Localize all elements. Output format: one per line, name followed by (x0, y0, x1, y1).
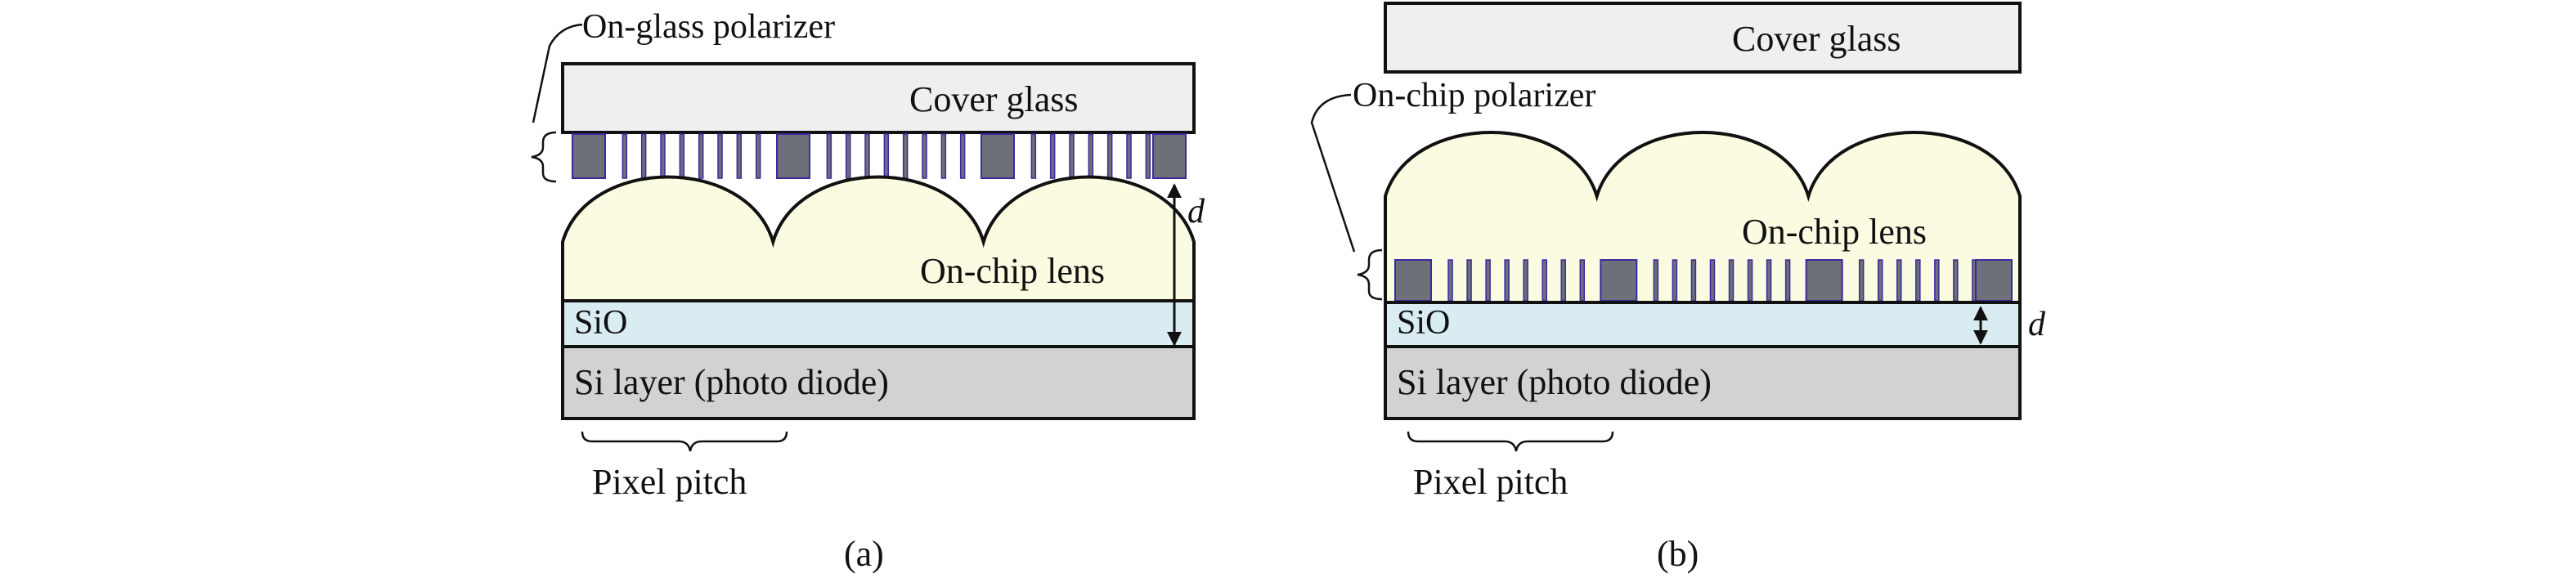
si-layer-a-label: Si layer (photo diode) (574, 362, 889, 402)
polarizer-wire (1069, 133, 1075, 179)
panel-a: On-glass polarizer Cover glass On-chip l… (531, 8, 1205, 574)
on-chip-lens-a-label: On-chip lens (920, 251, 1105, 291)
polarizer-block (572, 133, 606, 179)
polarizer-wire (826, 133, 832, 179)
polarizer-wire (1747, 259, 1753, 302)
on-glass-polarizer-brace (531, 131, 557, 183)
polarizer-wire (1447, 259, 1453, 302)
caption-b: (b) (1657, 534, 1699, 574)
polarizer-wire (622, 133, 628, 179)
polarizer-wire (1088, 133, 1094, 179)
cover-glass-a (561, 62, 1196, 134)
si-layer-b (1384, 345, 2022, 420)
pixel-pitch-brace-a (581, 431, 788, 452)
polarizer-wire (1485, 259, 1491, 302)
pixel-pitch-b-label: Pixel pitch (1413, 462, 1568, 502)
polarizer-wire (717, 133, 723, 179)
polarizer-wire (883, 133, 890, 179)
polarizer-wire (1523, 259, 1528, 302)
polarizer-block (1394, 259, 1432, 302)
polarizer-wire (1877, 259, 1883, 302)
polarizer-wire (679, 133, 685, 179)
d-label-a: d (1187, 193, 1205, 231)
polarizer-wire (864, 133, 870, 179)
polarizer-wire (959, 133, 966, 179)
polarizer-wire (1049, 133, 1056, 179)
sio-layer-a-label: SiO (574, 304, 627, 342)
sio-layer-b-label: SiO (1397, 304, 1450, 342)
pixel-pitch-a-label: Pixel pitch (592, 462, 747, 502)
polarizer-block (1152, 133, 1187, 179)
sio-layer-b (1384, 301, 2022, 348)
polarizer-wire (1934, 259, 1940, 302)
polarizer-wire (1896, 259, 1902, 302)
pixel-pitch-brace-b (1407, 431, 1614, 452)
on-glass-polarizer-label: On-glass polarizer (582, 8, 835, 46)
polarizer-wire (1709, 259, 1716, 302)
polarizer-wire (1106, 133, 1113, 179)
polarizer-wire (1579, 259, 1586, 302)
polarizer-wire (1466, 259, 1472, 302)
on-chip-lens-a (561, 175, 1196, 302)
polarizer-wire (940, 133, 947, 179)
polarizer-wire (736, 133, 743, 179)
polarizer-block (1975, 259, 2013, 302)
caption-a: (a) (844, 534, 884, 574)
polarizer-wire (755, 133, 761, 179)
d-label-b: d (2028, 306, 2046, 343)
polarizer-wire (1504, 259, 1510, 302)
polarizer-wire (1690, 259, 1697, 302)
si-layer-a (561, 345, 1196, 420)
polarizer-wire (1145, 133, 1151, 179)
polarizer-wire (1766, 259, 1772, 302)
polarizer-wire (902, 133, 909, 179)
polarizer-wire (1126, 133, 1132, 179)
polarizer-wire (1858, 259, 1865, 302)
polarizer-wire (1672, 259, 1678, 302)
polarizer-wire (1953, 259, 1959, 302)
on-chip-polarizer-brace (1357, 248, 1383, 301)
polarizer-wire (640, 133, 647, 179)
si-layer-b-label: Si layer (photo diode) (1397, 362, 1712, 402)
cover-glass-a-label: Cover glass (909, 79, 1079, 119)
on-glass-polarizer-grid (572, 133, 1187, 179)
cover-glass-b-label: Cover glass (1732, 19, 1901, 59)
polarizer-wire (1030, 133, 1037, 179)
polarizer-wire (1560, 259, 1567, 302)
polarizer-block (981, 133, 1015, 179)
on-chip-polarizer-grid (1394, 259, 2013, 302)
polarizer-block (1805, 259, 1843, 302)
polarizer-wire (1542, 259, 1547, 302)
polarizer-wire (698, 133, 704, 179)
on-chip-lens-b-label: On-chip lens (1742, 212, 1927, 252)
sio-layer-a (561, 299, 1196, 348)
on-chip-polarizer-pointer (1310, 93, 1356, 253)
on-glass-polarizer-pointer (532, 23, 583, 123)
polarizer-block (1600, 259, 1638, 302)
polarizer-wire (660, 133, 666, 179)
polarizer-wire (845, 133, 851, 179)
cover-glass-b (1384, 2, 2022, 74)
polarizer-wire (1653, 259, 1659, 302)
on-chip-polarizer-label: On-chip polarizer (1353, 77, 1595, 114)
polarizer-wire (1784, 259, 1791, 302)
polarizer-wire (1915, 259, 1921, 302)
polarizer-wire (922, 133, 927, 179)
polarizer-wire (1728, 259, 1735, 302)
panel-b: Cover glass On-chip polarizer On-chip le… (1310, 2, 2046, 574)
polarizer-block (776, 133, 810, 179)
